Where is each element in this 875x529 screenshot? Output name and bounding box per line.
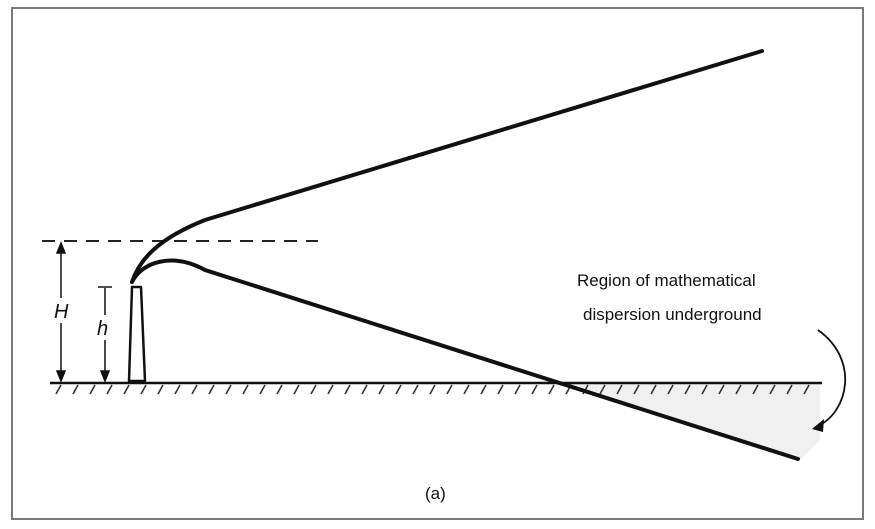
ground-hatch-mark (786, 384, 793, 395)
effective-height-dimension (55, 240, 67, 384)
ground-hatch-mark (803, 384, 810, 395)
ground-hatch-mark (718, 384, 725, 395)
ground-hatch-mark (701, 384, 708, 395)
ground-hatch-mark (650, 384, 657, 395)
annotation-line-1: Region of mathematical (577, 271, 756, 290)
plume-lower-boundary (130, 258, 800, 461)
ground-hatch-mark (344, 384, 351, 395)
ground-hatch-mark (361, 384, 368, 395)
stack-height-dimension (98, 286, 112, 384)
figure-caption: (a) (425, 484, 446, 503)
ground-hatch-mark (531, 384, 538, 395)
ground-hatch-mark (667, 384, 674, 395)
figure-frame (11, 7, 864, 520)
ground-hatch-mark (89, 384, 96, 395)
ground-hatch-mark (378, 384, 385, 395)
ground-hatch-mark (497, 384, 504, 395)
ground-hatch-mark (616, 384, 623, 395)
ground-hatch-mark (123, 384, 130, 395)
ground-hatch-mark (684, 384, 691, 395)
ground-hatching (55, 384, 810, 395)
ground-hatch-mark (72, 384, 79, 395)
ground-hatch-mark (429, 384, 436, 395)
annotation-pointer-arrow (817, 329, 846, 427)
ground-hatch-mark (599, 384, 606, 395)
plume-upper-boundary (130, 49, 764, 284)
ground-hatch-mark (276, 384, 283, 395)
ground-hatch-mark (769, 384, 776, 395)
ground-hatch-mark (548, 384, 555, 395)
ground-hatch-mark (395, 384, 402, 395)
ground-hatch-mark (208, 384, 215, 395)
ground-hatch-mark (633, 384, 640, 395)
annotation-line-2: dispersion underground (583, 305, 762, 324)
smoke-stack (127, 285, 147, 383)
effective-height-label: H (54, 301, 69, 323)
ground-hatch-mark (327, 384, 334, 395)
ground-hatch-mark (106, 384, 113, 395)
ground-hatch-mark (259, 384, 266, 395)
ground-hatch-mark (480, 384, 487, 395)
ground-hatch-mark (242, 384, 249, 395)
ground-hatch-mark (412, 384, 419, 395)
ground-hatch-mark (310, 384, 317, 395)
annotation-arrowhead (812, 419, 824, 432)
ground-hatch-mark (463, 384, 470, 395)
ground-hatch-mark (157, 384, 164, 395)
ground-hatch-mark (293, 384, 300, 395)
ground-hatch-mark (752, 384, 759, 395)
ground-hatch-mark (225, 384, 232, 395)
ground-hatch-mark (446, 384, 453, 395)
ground-hatch-mark (191, 384, 198, 395)
ground-hatch-mark (735, 384, 742, 395)
ground-hatch-mark (55, 384, 62, 395)
stack-height-label: h (97, 318, 108, 340)
ground-hatch-mark (140, 384, 147, 395)
ground-hatch-mark (174, 384, 181, 395)
ground-hatch-mark (514, 384, 521, 395)
